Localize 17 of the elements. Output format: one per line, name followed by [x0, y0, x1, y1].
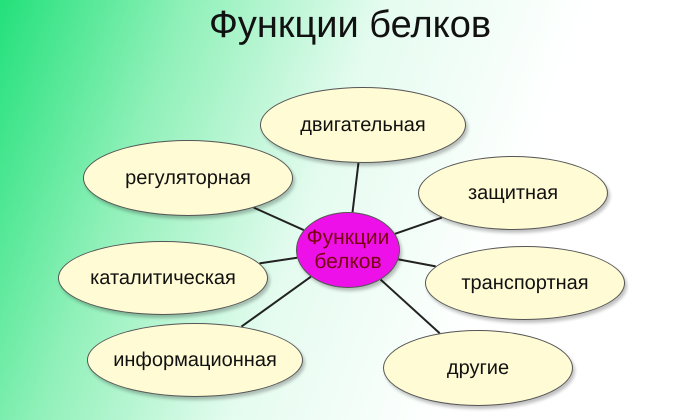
- connector-line: [259, 256, 298, 264]
- node-label: защитная: [466, 182, 560, 204]
- connector-line: [253, 206, 304, 231]
- node-label: двигательная: [299, 114, 427, 136]
- node-label: информационная: [112, 348, 278, 372]
- diagram-title: Функции белков: [208, 4, 492, 47]
- connector-line: [240, 276, 312, 328]
- connector-line: [380, 278, 440, 334]
- node-label: регуляторная: [124, 166, 252, 190]
- node-label: другие: [446, 356, 510, 380]
- center-ellipse: [296, 212, 400, 288]
- node-label: транспортная: [460, 272, 590, 294]
- connector-line: [394, 216, 442, 235]
- node-label: каталитическая: [89, 266, 237, 290]
- connector-line: [352, 162, 360, 212]
- connector-line: [398, 258, 436, 268]
- node-label: Функции белков: [306, 226, 390, 274]
